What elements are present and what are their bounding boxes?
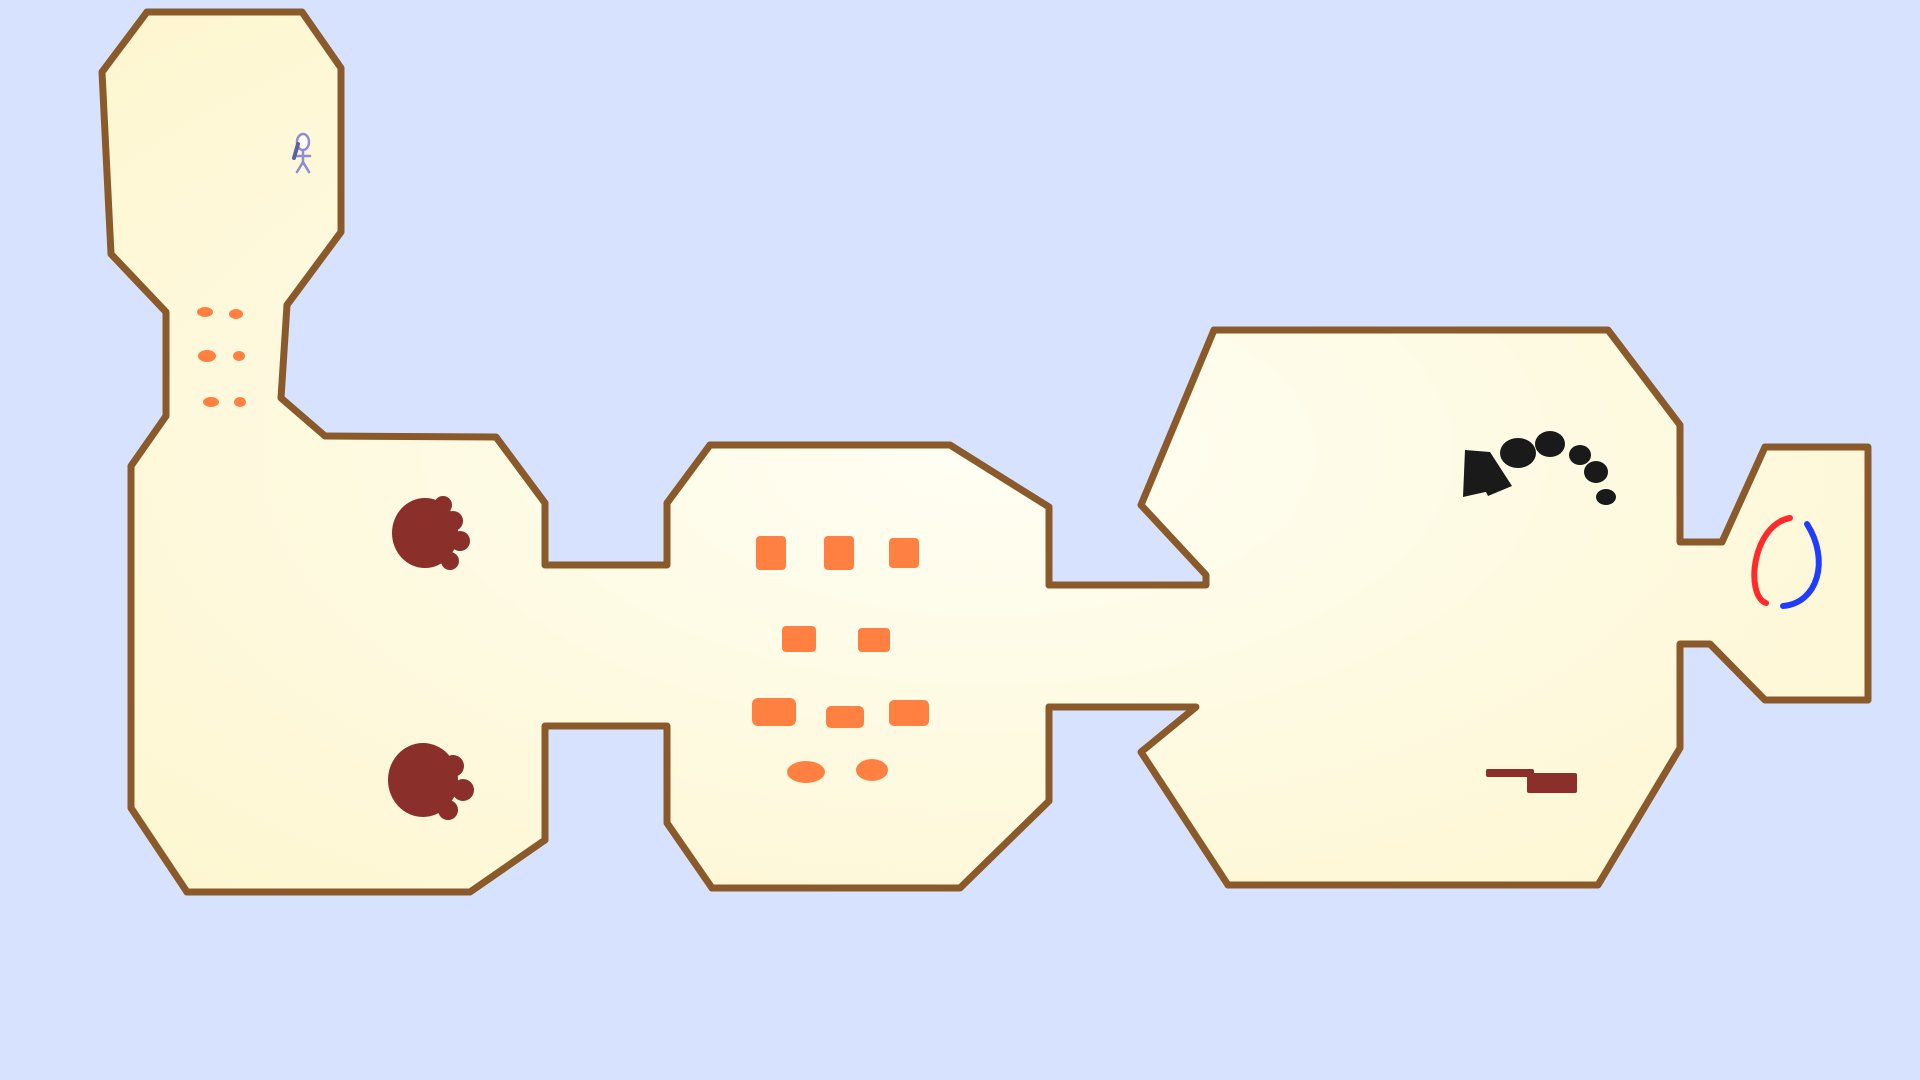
orange-tile-icon[interactable] bbox=[826, 706, 864, 728]
orange-tile-icon[interactable] bbox=[824, 536, 854, 570]
rock-group bbox=[1463, 431, 1616, 505]
rock-icon[interactable] bbox=[1596, 489, 1616, 505]
orange-tile-icon[interactable] bbox=[856, 759, 888, 781]
orange-tile-icon[interactable] bbox=[889, 700, 929, 726]
mushroom-group bbox=[388, 496, 474, 820]
dungeon-walls bbox=[98, 8, 1872, 896]
portal-icon[interactable] bbox=[1751, 515, 1822, 609]
central-room-wall-top bbox=[706, 441, 1053, 589]
orange-tile-icon[interactable] bbox=[889, 538, 919, 568]
pebble-icon[interactable] bbox=[229, 309, 243, 319]
start-room-wall bbox=[143, 8, 345, 440]
start-room bbox=[102, 12, 1868, 892]
west-hall-wall-top bbox=[321, 432, 714, 569]
east-hall-wall-top bbox=[1045, 326, 1218, 589]
mushroom-icon[interactable] bbox=[392, 496, 470, 570]
rock-icon[interactable] bbox=[1500, 438, 1536, 468]
log-icon[interactable] bbox=[1486, 769, 1577, 793]
pebble-icon[interactable] bbox=[198, 350, 216, 362]
dungeon-floor bbox=[102, 12, 1868, 892]
east-room-wall-top bbox=[1210, 326, 1872, 889]
player-icon[interactable] bbox=[292, 132, 312, 174]
pebble-group bbox=[197, 307, 246, 407]
pebble-icon[interactable] bbox=[234, 397, 246, 407]
mushroom-icon[interactable] bbox=[388, 743, 474, 820]
orange-tile-icon[interactable] bbox=[752, 698, 796, 726]
tile-group bbox=[752, 536, 929, 783]
pebble-icon[interactable] bbox=[233, 351, 245, 361]
pebble-icon[interactable] bbox=[203, 397, 219, 407]
orange-tile-icon[interactable] bbox=[756, 536, 786, 570]
pebble-icon[interactable] bbox=[197, 307, 213, 317]
orange-tile-icon[interactable] bbox=[858, 628, 890, 652]
start-room-wall-left bbox=[98, 8, 191, 896]
east-hall-wall-bottom bbox=[1045, 703, 1232, 889]
rock-icon[interactable] bbox=[1569, 445, 1591, 465]
west-hall-wall-bottom bbox=[183, 722, 716, 896]
rock-icon[interactable] bbox=[1535, 431, 1565, 457]
rock-icon[interactable] bbox=[1463, 450, 1512, 497]
orange-tile-icon[interactable] bbox=[787, 761, 825, 783]
orange-tile-icon[interactable] bbox=[782, 626, 816, 652]
rock-icon[interactable] bbox=[1584, 461, 1608, 483]
central-room-wall-bottom bbox=[708, 703, 1053, 892]
